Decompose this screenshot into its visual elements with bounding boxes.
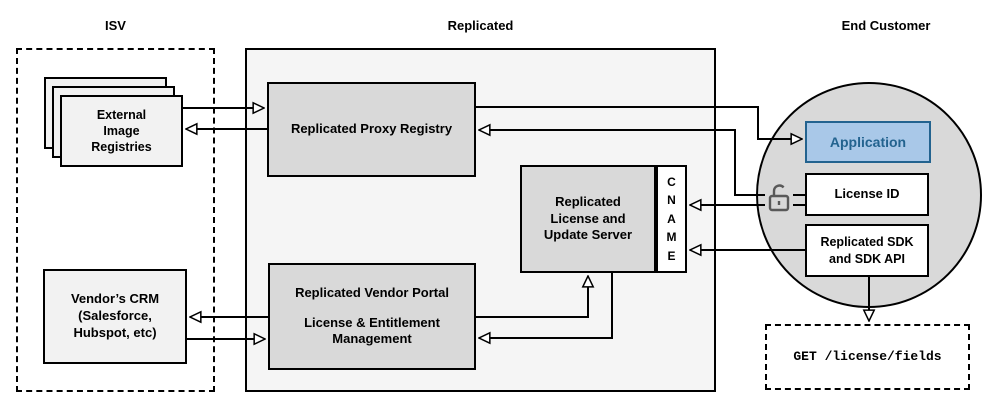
registries-label-line1: External	[96, 107, 147, 122]
unlock-icon	[765, 180, 793, 214]
cname-letter-e: E	[667, 248, 676, 263]
vendors-crm-node: Vendor’s CRM (Salesforce, Hubspot, etc)	[43, 269, 187, 364]
license-server-label-line1: Replicated	[555, 193, 621, 209]
vendor-portal-label-line2: License & Entitlement	[304, 314, 440, 330]
get-license-fields-node: GET /license/fields	[765, 324, 970, 390]
crm-label-line3: Hubspot, etc)	[73, 324, 157, 340]
application-node: Application	[805, 121, 931, 163]
cname-letter-a: A	[667, 211, 676, 226]
application-label: Application	[829, 133, 907, 150]
sdk-label-line2: and SDK API	[829, 251, 905, 266]
crm-label-line2: (Salesforce,	[78, 308, 152, 324]
proxy-registry-label: Replicated Proxy Registry	[290, 121, 453, 137]
vendor-portal-label-line3: Management	[332, 331, 412, 347]
vendor-portal-node: Replicated Vendor Portal License & Entit…	[268, 263, 476, 370]
license-id-label: License ID	[834, 186, 900, 202]
external-image-registries-node: External Image Registries	[60, 95, 183, 167]
cname-node: C N A M E	[656, 165, 687, 273]
cname-letter-n: N	[667, 193, 676, 208]
cname-letter-c: C	[667, 174, 676, 189]
section-label-end-customer: End Customer	[841, 18, 931, 33]
license-id-node: License ID	[805, 173, 929, 216]
get-endpoint-label: GET /license/fields	[793, 348, 942, 364]
registries-label-line3: Registries	[91, 140, 152, 155]
cname-letter-m: M	[666, 230, 677, 245]
sdk-label-line1: Replicated SDK	[820, 235, 914, 250]
vendor-portal-label-line1: Replicated Vendor Portal	[295, 284, 449, 300]
crm-label-line1: Vendor’s CRM	[70, 291, 160, 307]
license-server-label-line2: License and	[550, 210, 626, 226]
section-label-isv: ISV	[105, 18, 126, 33]
registries-label-line2: Image	[103, 123, 140, 138]
replicated-sdk-node: Replicated SDK and SDK API	[805, 224, 929, 277]
section-label-replicated: Replicated	[447, 18, 514, 33]
proxy-registry-node: Replicated Proxy Registry	[267, 82, 476, 177]
license-server-label-line3: Update Server	[543, 227, 633, 243]
license-update-server-node: Replicated License and Update Server	[520, 165, 656, 273]
